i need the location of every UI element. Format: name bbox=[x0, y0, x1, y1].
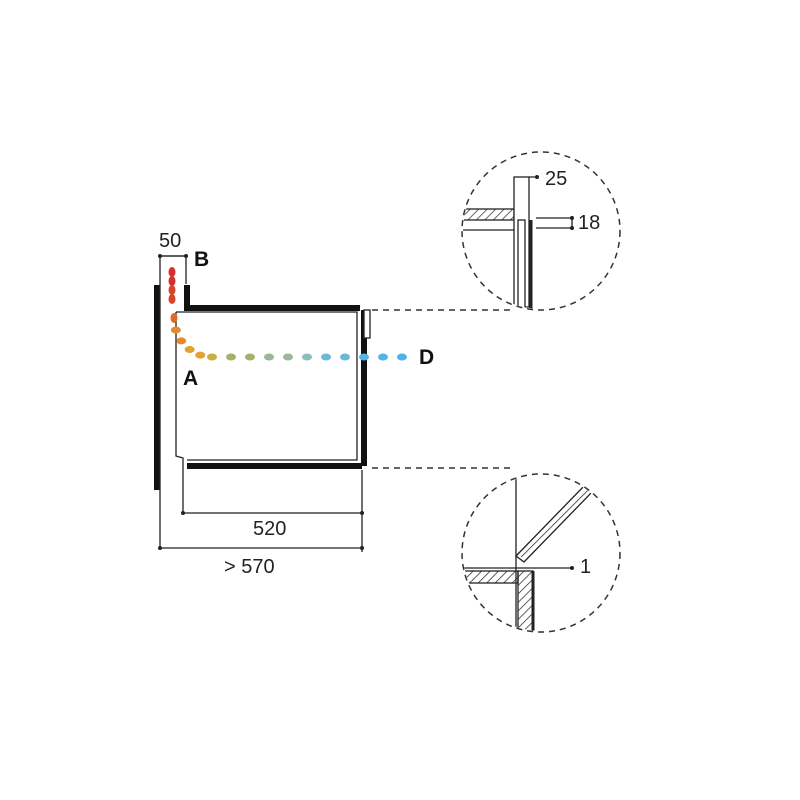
detail-bottom-panel bbox=[463, 570, 519, 584]
airflow-dot bbox=[321, 353, 331, 361]
airflow-dot bbox=[170, 326, 181, 334]
airflow-path bbox=[168, 267, 407, 361]
airflow-dot bbox=[302, 353, 312, 361]
dimension-520-label: 520 bbox=[253, 518, 286, 540]
point-label-d: D bbox=[419, 346, 434, 369]
detail-top-dimension-18: 18 bbox=[578, 212, 600, 234]
cabinet-side-view bbox=[154, 255, 371, 548]
top-panel bbox=[184, 285, 360, 311]
door-handle bbox=[363, 309, 371, 339]
airflow-dot bbox=[168, 267, 176, 277]
airflow-dot bbox=[168, 276, 176, 286]
detail-top-panel bbox=[463, 208, 515, 221]
detail-bottom bbox=[461, 473, 621, 633]
airflow-dot bbox=[340, 353, 350, 361]
detail-top-dimension-25: 25 bbox=[545, 168, 567, 190]
detail-bottom-dimension-1: 1 bbox=[580, 556, 591, 578]
airflow-dot bbox=[176, 337, 187, 345]
airflow-dot bbox=[168, 294, 176, 304]
airflow-dot bbox=[168, 285, 176, 295]
airflow-dot bbox=[378, 353, 388, 361]
point-label-a: A bbox=[183, 367, 198, 390]
dimension-lines bbox=[158, 254, 364, 552]
airflow-dot bbox=[170, 313, 178, 323]
appliance-body bbox=[175, 311, 358, 512]
dimension-570-label: > 570 bbox=[224, 556, 275, 578]
point-label-b: B bbox=[194, 248, 209, 271]
airflow-dot bbox=[226, 353, 236, 361]
airflow-dot bbox=[359, 353, 369, 361]
airflow-dot bbox=[184, 346, 195, 354]
airflow-dot bbox=[207, 353, 217, 361]
airflow-dot bbox=[283, 353, 293, 361]
airflow-dot bbox=[245, 353, 255, 361]
dimension-50-label: 50 bbox=[159, 230, 181, 252]
airflow-dot bbox=[195, 351, 206, 359]
airflow-dot bbox=[264, 353, 274, 361]
detail-top bbox=[461, 151, 621, 311]
airflow-dot bbox=[397, 353, 407, 361]
